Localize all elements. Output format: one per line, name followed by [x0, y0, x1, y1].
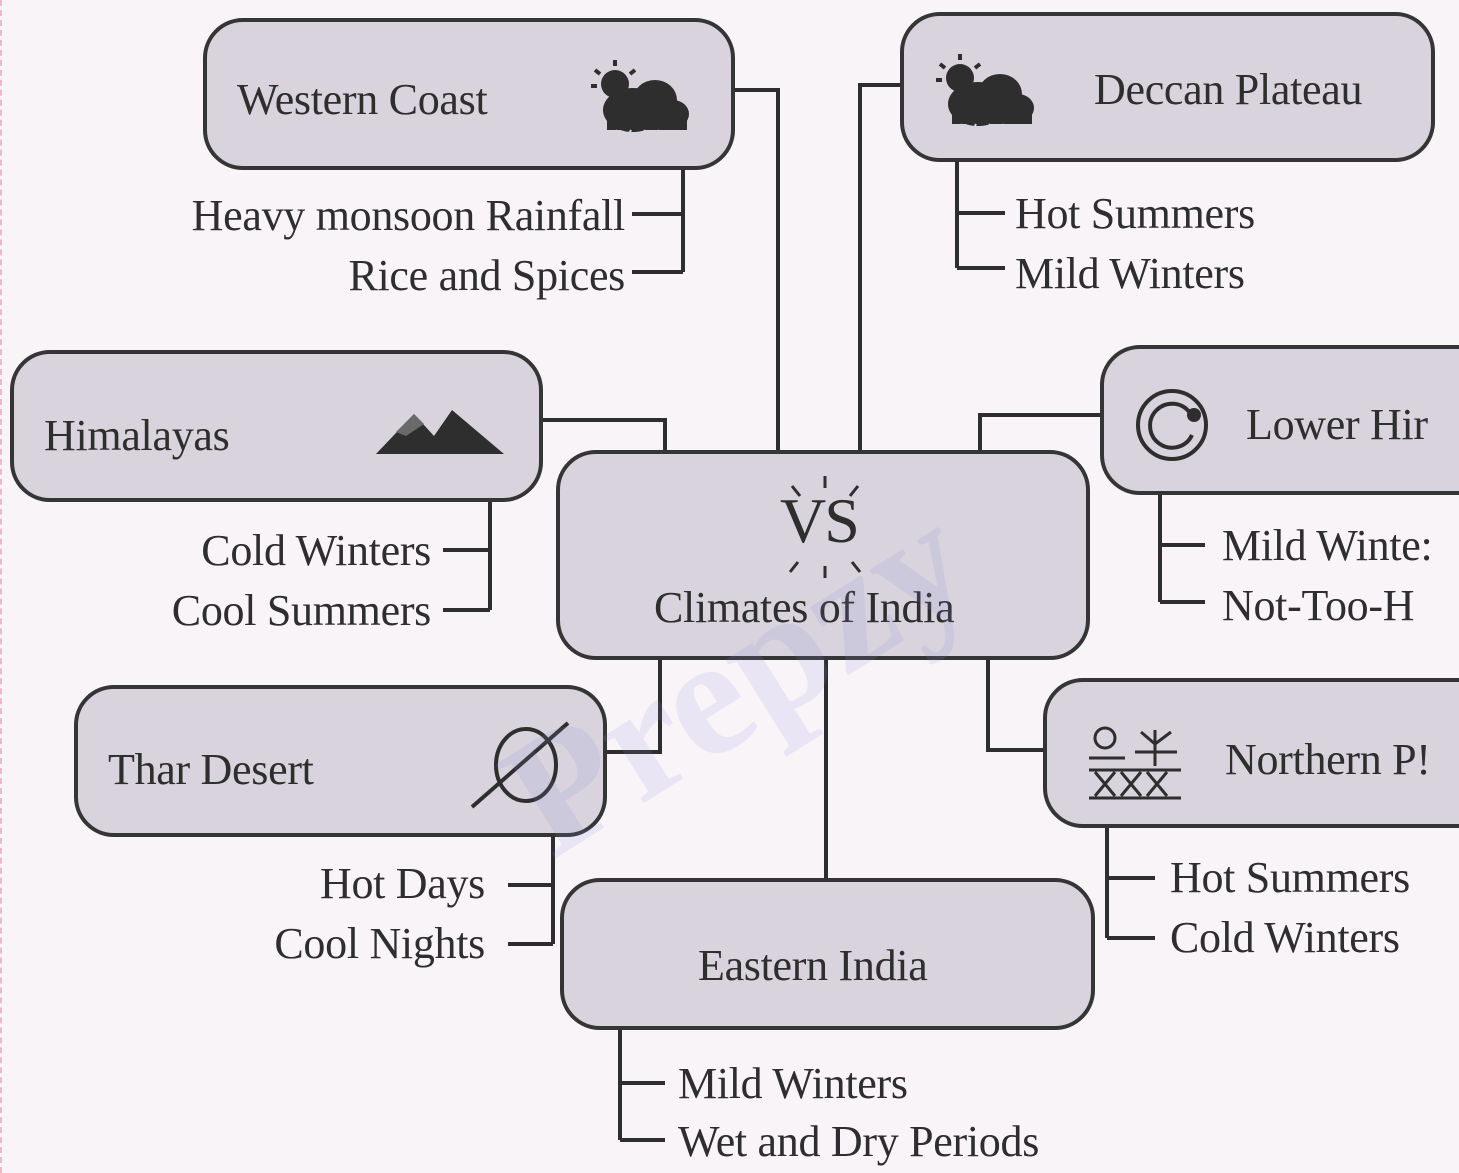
deccan-plateau-item-2: Mild Winters — [1015, 249, 1245, 298]
region-box-himalayas: Himalayas — [10, 350, 543, 502]
thar-desert-item-1: Hot Days — [319, 859, 485, 908]
empty-set-icon — [470, 719, 580, 819]
thar-desert-item-2: Cool Nights — [274, 919, 485, 968]
field-plant-icon — [1085, 724, 1185, 809]
bracket-deccan-plateau — [955, 160, 1005, 270]
himalayas-item-1: Cold Winters — [201, 526, 431, 575]
bracket-thar-desert — [508, 835, 555, 946]
region-title-northern-plains: Northern P! — [1225, 735, 1431, 784]
bracket-western-coast — [632, 168, 685, 274]
mountains-icon — [376, 402, 506, 467]
center-box: VS Climates of India — [556, 450, 1090, 660]
region-title-himalayas: Himalayas — [44, 411, 230, 460]
center-title: Climates of India — [654, 583, 955, 632]
region-box-thar-desert: Thar Desert — [74, 685, 607, 837]
region-title-lower-himalayas: Lower Hir — [1246, 400, 1428, 449]
bracket-northern-plains — [1105, 825, 1155, 940]
connector-northern-plains — [986, 658, 1043, 752]
northern-plains-item-1: Hot Summers — [1170, 853, 1410, 902]
bracket-eastern-india — [618, 1028, 665, 1142]
cloud-sun-rain-icon — [930, 46, 1040, 141]
region-title-eastern-india: Eastern India — [698, 941, 928, 990]
connector-deccan-plateau — [858, 83, 900, 455]
region-box-lower-himalayas: Lower Hir — [1100, 345, 1459, 495]
connector-lower-himalayas — [978, 413, 1100, 455]
region-title-western-coast: Western Coast — [237, 75, 488, 124]
connector-thar-desert — [607, 660, 662, 754]
himalayas-item-2: Cool Summers — [171, 586, 432, 635]
western-coast-item-2: Rice and Spices — [348, 251, 625, 300]
connector-western-coast — [735, 88, 780, 455]
connector-himalayas — [543, 418, 667, 455]
region-title-thar-desert: Thar Desert — [108, 745, 314, 794]
vs-label: VS — [780, 485, 860, 556]
page-edge-mark — [0, 0, 5, 1173]
region-box-northern-plains: Northern P! — [1043, 678, 1459, 828]
lower-himalayas-item-1: Mild Winte: — [1222, 521, 1433, 570]
circle-dot-icon — [1132, 385, 1212, 470]
bracket-lower-himalayas — [1158, 495, 1205, 604]
region-box-eastern-india: Eastern India — [560, 878, 1095, 1030]
eastern-india-item-1: Mild Winters — [678, 1059, 908, 1108]
northern-plains-item-2: Cold Winters — [1170, 913, 1400, 962]
region-box-western-coast: Western Coast — [203, 18, 735, 170]
lower-himalayas-item-2: Not-Too-H — [1222, 581, 1415, 630]
region-box-deccan-plateau: Deccan Plateau — [900, 12, 1435, 162]
cloud-sun-rain-icon — [585, 52, 695, 147]
vs-burst-icon — [770, 474, 880, 589]
deccan-plateau-item-1: Hot Summers — [1015, 189, 1255, 238]
region-title-deccan-plateau: Deccan Plateau — [1094, 65, 1363, 114]
eastern-india-item-2: Wet and Dry Periods — [678, 1117, 1040, 1166]
bracket-himalayas — [443, 500, 492, 612]
western-coast-item-1: Heavy monsoon Rainfall — [191, 191, 626, 240]
